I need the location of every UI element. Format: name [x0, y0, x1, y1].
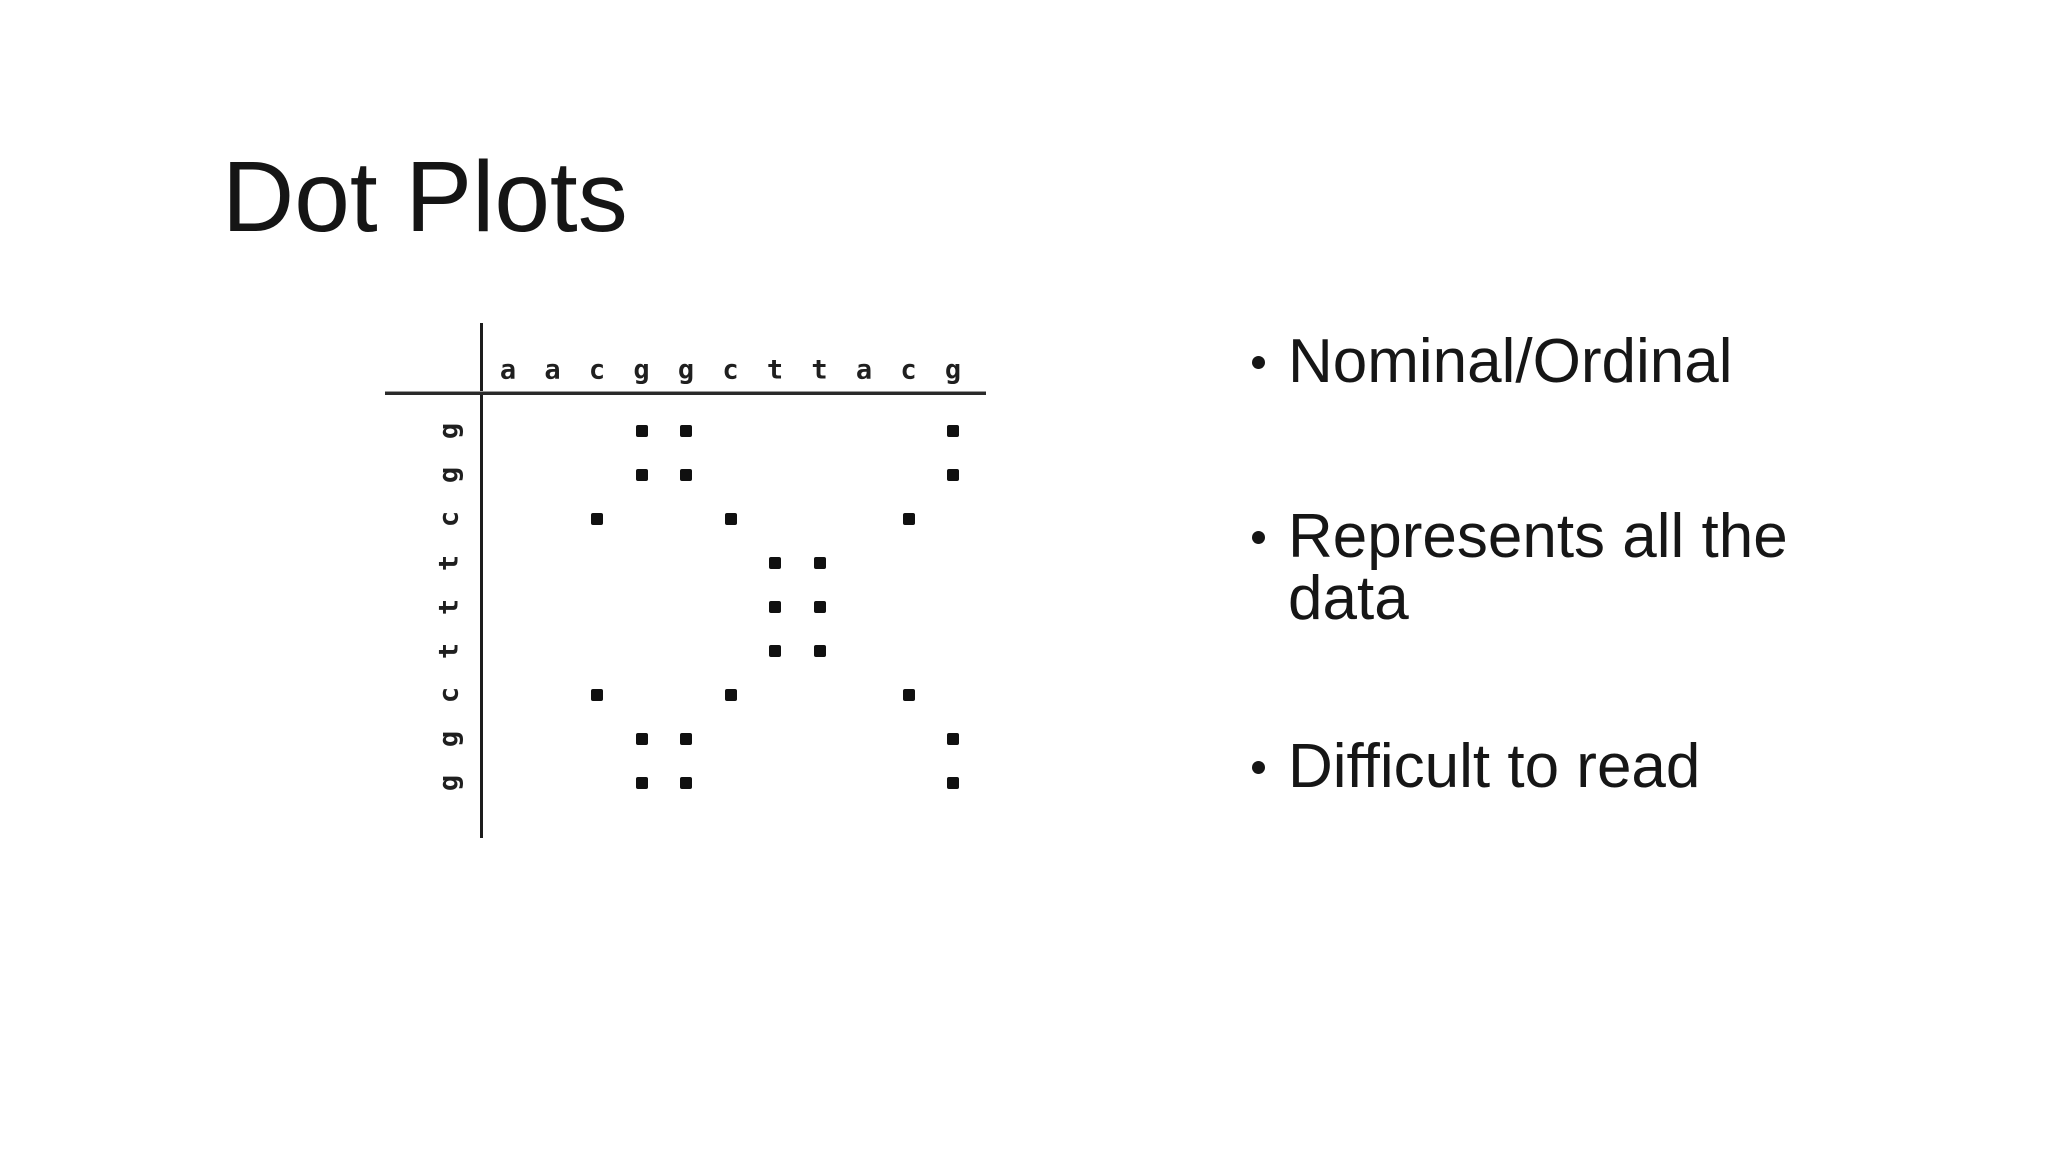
y-sequence-letter: g: [433, 730, 465, 748]
match-dot: [680, 469, 692, 481]
match-dot: [591, 513, 603, 525]
bullet-item: Represents all the data: [1248, 506, 1848, 630]
bullet-item: Nominal/Ordinal: [1248, 331, 1848, 393]
match-dot: [635, 469, 648, 481]
bullet-text: Difficult to read: [1288, 732, 1701, 801]
bullet-marker: [1252, 761, 1265, 774]
y-sequence-letter: c: [433, 686, 465, 704]
match-dot: [902, 689, 915, 701]
x-sequence-letter: g: [677, 354, 695, 386]
match-dot: [902, 513, 915, 525]
match-dot: [769, 601, 781, 613]
x-sequence-letter: t: [766, 354, 784, 386]
bullet-item: Difficult to read: [1248, 736, 1848, 798]
y-sequence-letter: g: [433, 466, 465, 484]
match-dot: [769, 557, 781, 569]
match-dot: [947, 777, 959, 789]
y-sequence-letter: g: [433, 422, 465, 440]
bullet-text: Represents all the data: [1288, 502, 1788, 633]
x-sequence-letter: a: [855, 354, 873, 386]
match-dot: [813, 557, 826, 569]
match-dot: [813, 645, 826, 657]
match-dot: [724, 513, 737, 525]
y-sequence-letter: t: [433, 598, 465, 616]
match-dot: [947, 469, 959, 481]
match-dot: [769, 645, 781, 657]
x-sequence-letter: c: [722, 354, 739, 386]
bullet-marker: [1252, 531, 1265, 544]
y-sequence-letter: t: [433, 642, 465, 660]
y-sequence-letter: c: [433, 510, 465, 528]
y-sequence-letter: t: [433, 554, 465, 572]
match-dot: [635, 733, 648, 745]
x-sequence-letter: a: [544, 354, 561, 386]
match-dot: [680, 733, 692, 745]
page-title: Dot Plots: [222, 141, 628, 253]
match-dot: [813, 601, 826, 613]
match-dot: [591, 689, 603, 701]
x-sequence-letter: g: [944, 354, 962, 386]
y-sequence-letter: g: [433, 774, 465, 792]
y-axis-line: [480, 323, 483, 838]
match-dot: [680, 425, 692, 437]
match-dot: [635, 777, 648, 789]
match-dot: [724, 689, 737, 701]
bullet-text: Nominal/Ordinal: [1288, 327, 1733, 396]
match-dot: [680, 777, 692, 789]
x-sequence-letter: a: [499, 354, 517, 386]
x-sequence-letter: c: [588, 354, 606, 386]
x-sequence-letter: g: [633, 354, 650, 386]
x-sequence-letter: c: [900, 354, 917, 386]
match-dot: [635, 425, 648, 437]
match-dot: [947, 425, 959, 437]
bullet-marker: [1252, 356, 1265, 369]
x-axis-line: [385, 391, 986, 395]
x-sequence-letter: t: [811, 354, 828, 386]
match-dot: [947, 733, 959, 745]
